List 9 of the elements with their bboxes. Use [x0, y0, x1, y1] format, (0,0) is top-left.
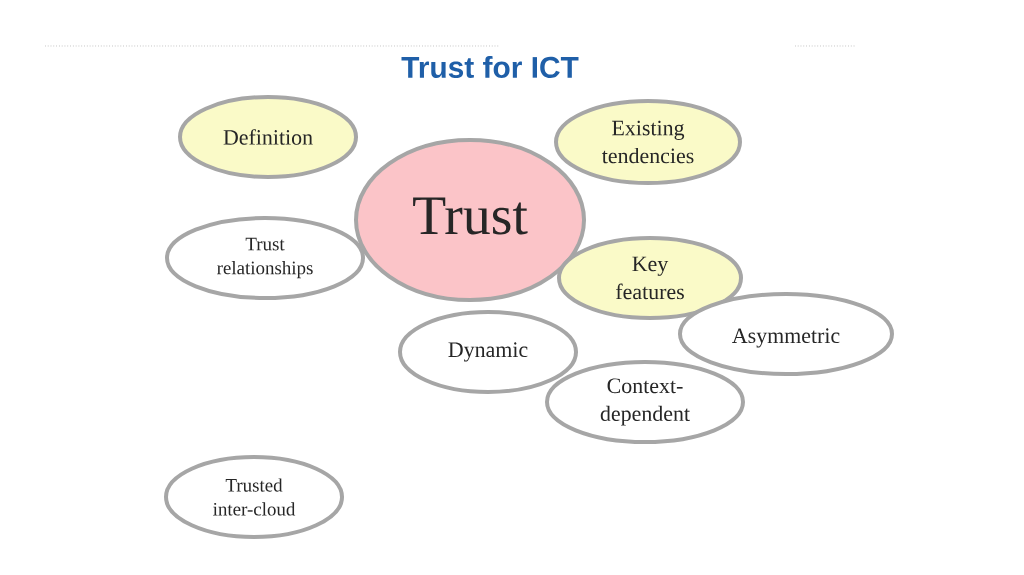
ellipse-node: Definition — [178, 95, 358, 179]
ellipse-node: Trusted inter-cloud — [164, 455, 344, 539]
ellipse-node: Key features — [557, 236, 743, 320]
ellipse-node: Trust relationships — [165, 216, 365, 300]
ellipse-node: Dynamic — [398, 310, 578, 394]
ellipse-node: Trust — [354, 138, 586, 302]
ellipse-node: Existing tendencies — [554, 99, 742, 185]
ellipse-node: Context-dependent — [545, 360, 745, 444]
slide-title: Trust for ICT — [401, 56, 579, 78]
